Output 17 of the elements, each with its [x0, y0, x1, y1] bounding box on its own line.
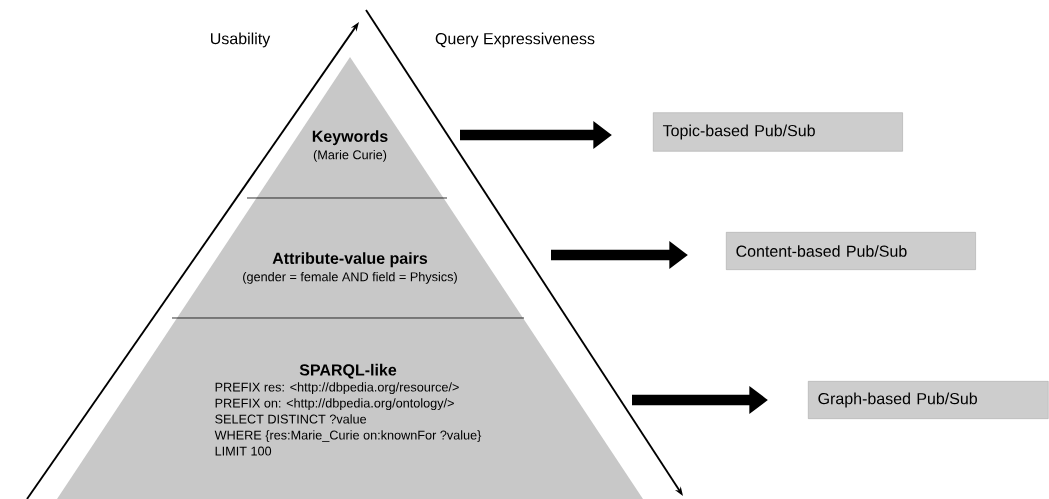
node-label: WHERE {res:Marie_Curie on:knownFor ?value} [214, 430, 482, 443]
axis-label: Query Expressiveness [435, 32, 595, 48]
node-label: Keywords [312, 130, 388, 146]
node-label: Attribute-value pairs [272, 252, 428, 268]
node-label: PREFIX res: <http://dbpedia.org/resource/> [215, 382, 459, 395]
node-label: SPARQL-like [299, 363, 397, 379]
node-label: SELECT DISTINCT ?value [215, 414, 367, 424]
node-label: LIMIT 100 [215, 446, 272, 456]
label-box: Content-based Pub/Sub [726, 232, 976, 270]
node-label: PREFIX on: <http://dbpedia.org/ontology/> [215, 398, 454, 411]
axis-label: Usability [211, 32, 271, 48]
node-label: (Marie Curie) [313, 149, 387, 162]
pyramid-layer: Keywords (Marie Curie) [256, 57, 444, 198]
label-box: Graph-based Pub/Sub [808, 381, 1049, 419]
pyramid-layer: Attribute-value pairs (gender = female AND field = Physics) [177, 198, 523, 318]
node-label: (gender = female AND field = Physics) [243, 271, 457, 284]
label-box: Topic-based Pub/Sub [653, 112, 903, 152]
